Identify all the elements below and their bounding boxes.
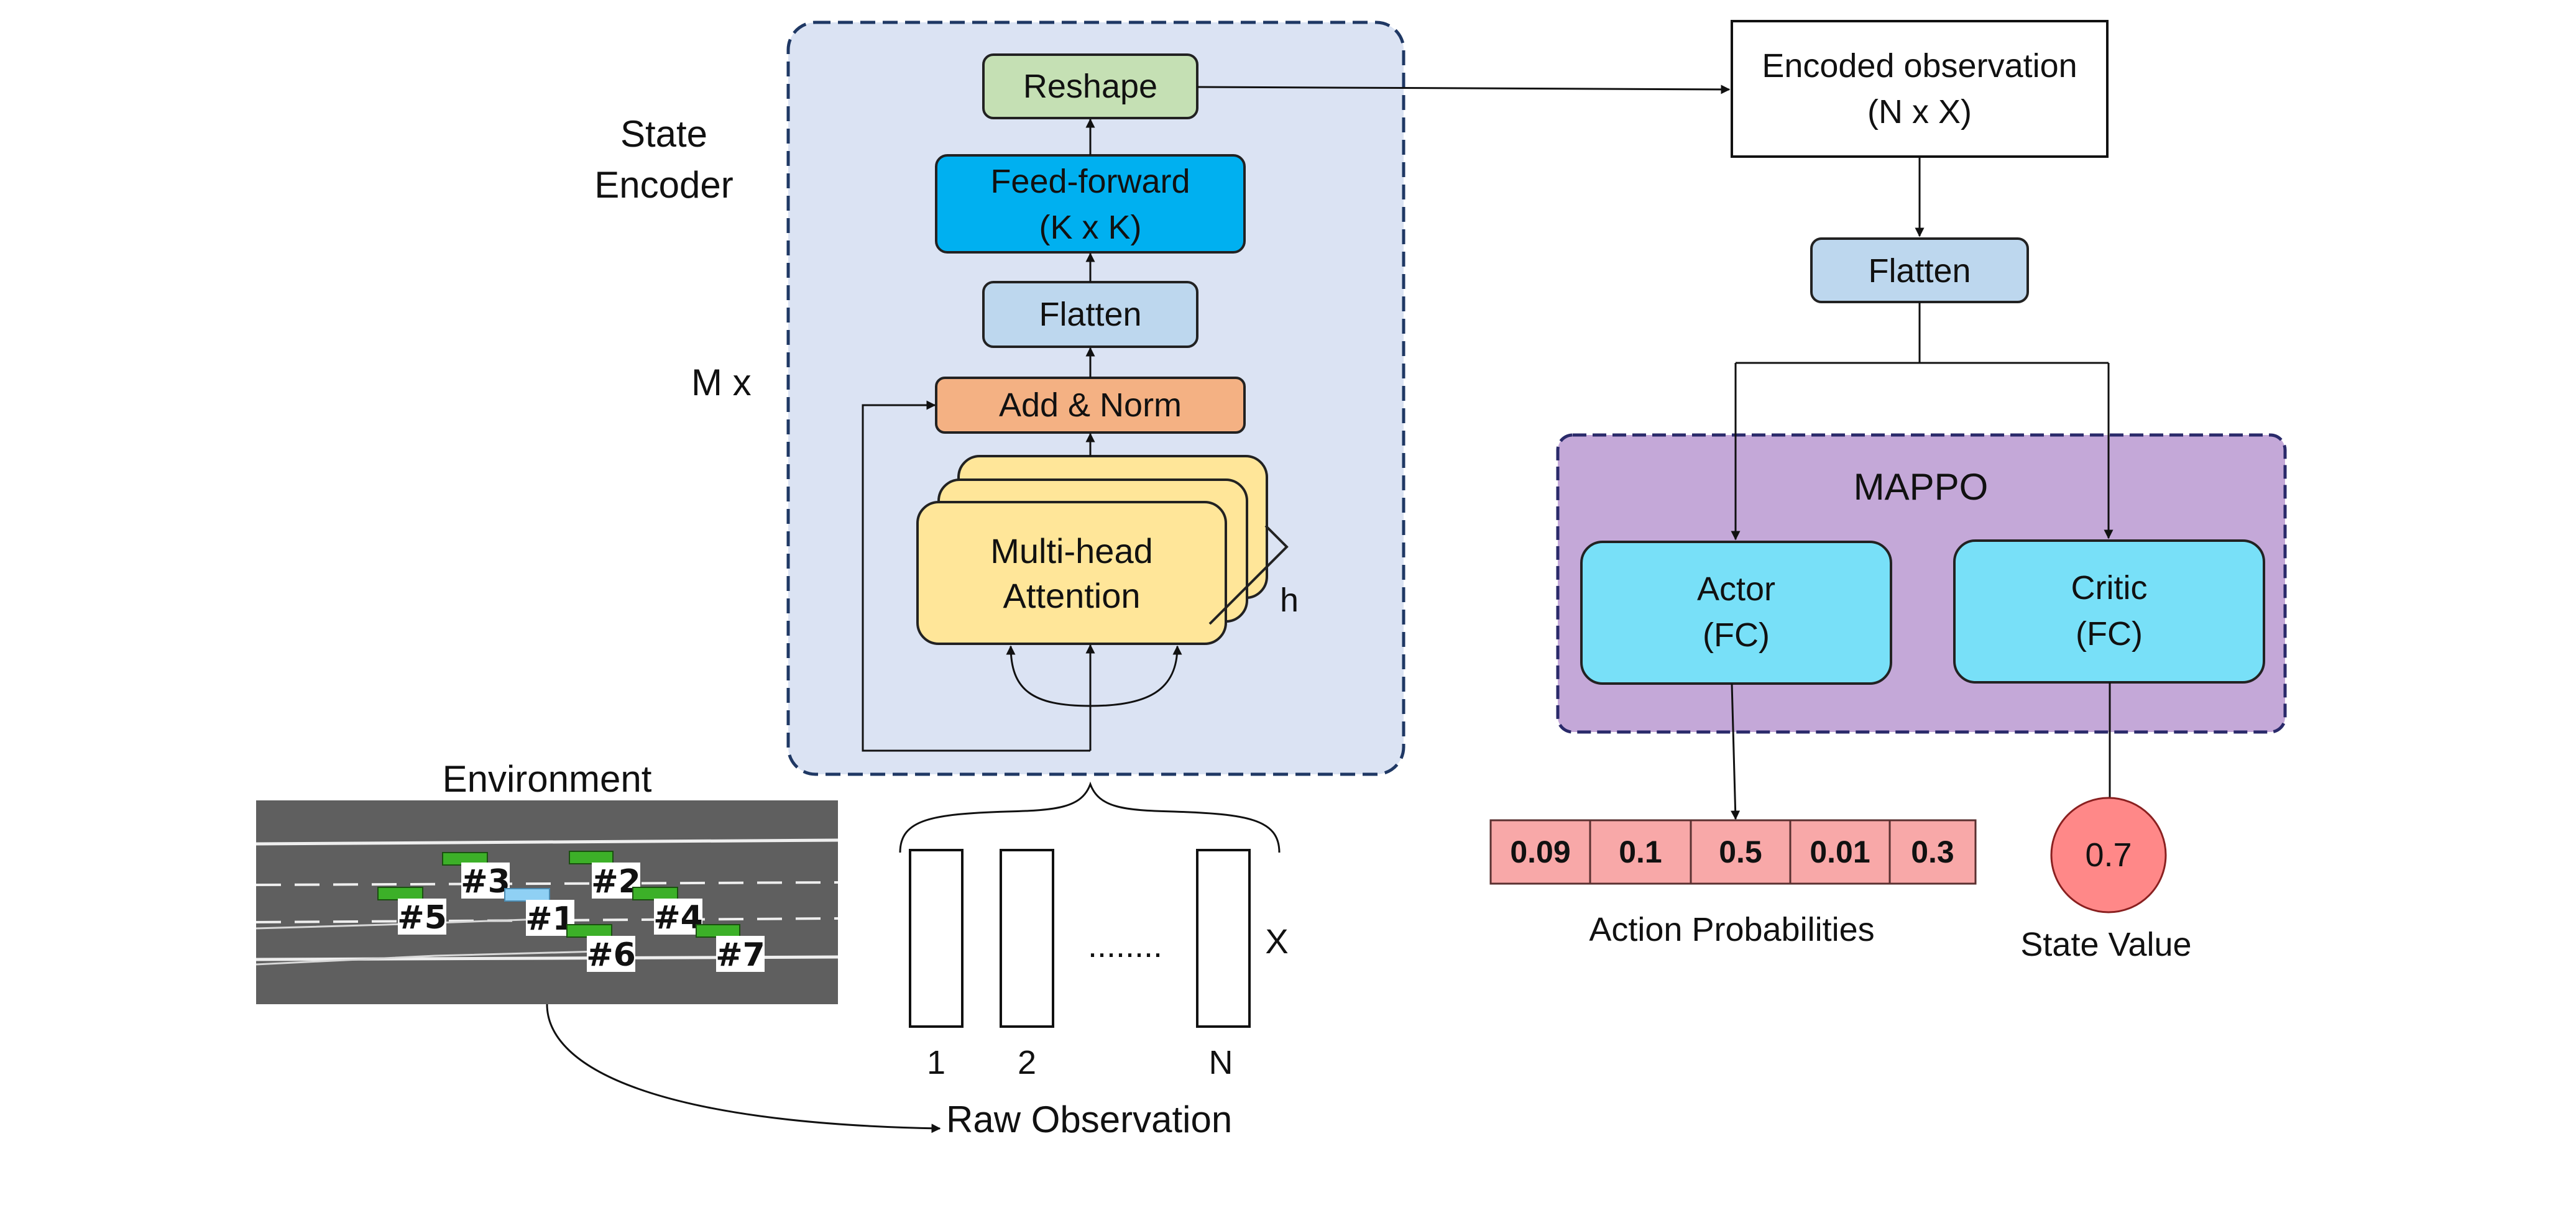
action-probability-1: 0.09	[1510, 835, 1570, 869]
flatten-block: Flatten	[1810, 237, 2029, 303]
arrow-actor-to-probabilities	[1731, 683, 1741, 820]
observation-brace	[899, 781, 1281, 853]
vehicle-7-car	[696, 924, 740, 938]
arrow-value-branch	[1090, 645, 1182, 707]
encoder-flatten-label: Flatten	[1039, 296, 1141, 333]
critic-label-line1: Critic	[2071, 569, 2148, 606]
arrow-environment-to-observation	[546, 1004, 941, 1133]
add-norm-label: Add & Norm	[999, 387, 1182, 424]
feed-forward-label-line2: (K x K)	[1039, 209, 1141, 246]
vehicle-6-label-bg	[587, 936, 635, 972]
observation-column-2	[1000, 849, 1054, 1028]
vehicle-5-car	[377, 887, 423, 900]
add-norm-block: Add & Norm	[935, 377, 1246, 434]
action-probabilities-label: Action Probabilities	[1589, 911, 1874, 948]
critic-label-line2: (FC)	[2076, 615, 2143, 652]
observation-column-n	[1196, 849, 1251, 1028]
reshape-block: Reshape	[982, 53, 1198, 119]
observation-column-2-label: 2	[1018, 1044, 1036, 1081]
state-encoder-label-line1: State	[620, 113, 707, 155]
environment-title: Environment	[443, 758, 652, 800]
multi-head-attention-stack: Multi-head Attention h	[916, 455, 1299, 645]
heads-label: h	[1280, 582, 1299, 619]
flatten-split-line	[1736, 302, 1921, 364]
vehicle-3-label-bg	[461, 863, 510, 899]
arrow-reshape-to-encoded	[1197, 85, 1731, 94]
state-value-circle	[2050, 797, 2167, 913]
action-probability-4: 0.01	[1810, 835, 1870, 869]
vehicle-5-label: #5	[397, 899, 447, 936]
vehicle-1-car	[504, 888, 550, 902]
residual-connection	[862, 400, 1090, 752]
flatten-label: Flatten	[1868, 252, 1971, 290]
feed-forward-label-line1: Feed-forward	[990, 163, 1190, 200]
vehicle-4-label-bg	[654, 899, 702, 935]
observation-dimension-label: X	[1265, 922, 1288, 961]
observation-column-n-label: N	[1209, 1044, 1233, 1081]
action-probabilities: 0.09 0.1 0.5 0.01 0.3	[1489, 819, 1977, 885]
heads-bracket	[1208, 524, 1289, 625]
actor-block: Actor (FC)	[1580, 541, 1892, 685]
actor-label-line1: Actor	[1697, 570, 1775, 608]
encoder-flatten-block: Flatten	[982, 281, 1198, 348]
arrow-query-branch	[1006, 645, 1091, 707]
raw-observation-label: Raw Observation	[946, 1099, 1232, 1140]
vehicle-6-label: #6	[586, 936, 636, 974]
action-probability-2: 0.1	[1619, 835, 1662, 869]
mappo-title: MAPPO	[1854, 466, 1989, 508]
encoded-observation-line1: Encoded observation	[1762, 47, 2077, 85]
vehicle-7-label-bg	[716, 936, 765, 972]
vehicle-2-car	[569, 851, 614, 864]
reshape-label: Reshape	[1023, 68, 1157, 105]
vehicle-6-car	[566, 924, 612, 938]
vehicle-4-car	[632, 887, 678, 900]
vehicle-3-label: #3	[461, 863, 510, 900]
attention-head-front	[916, 501, 1227, 645]
feed-forward-block: Feed-forward (K x K)	[935, 154, 1246, 254]
repeat-count-label: M x	[691, 362, 752, 403]
actor-label-line2: (FC)	[1703, 616, 1770, 654]
observation-column-1	[909, 849, 964, 1028]
encoded-observation-line2: (N x X)	[1867, 93, 1972, 130]
action-probability-3: 0.5	[1719, 835, 1762, 869]
critic-block: Critic (FC)	[1953, 539, 2265, 684]
attention-label-line1: Multi-head	[990, 531, 1152, 570]
state-encoder-label-line2: Encoder	[594, 164, 733, 206]
state-value-label: State Value	[2020, 926, 2191, 963]
state-value: 0.7	[2085, 836, 2132, 874]
observation-column-1-label: 1	[927, 1044, 945, 1081]
vehicle-5-label-bg	[398, 899, 446, 935]
vehicle-4-label: #4	[653, 899, 703, 936]
attention-label-line2: Attention	[1003, 576, 1140, 615]
encoded-observation-block: Encoded observation (N x X)	[1731, 20, 2109, 158]
observation-ellipsis: ........	[1088, 927, 1162, 964]
action-probability-5: 0.3	[1911, 835, 1954, 869]
vehicle-7-label: #7	[715, 936, 765, 974]
